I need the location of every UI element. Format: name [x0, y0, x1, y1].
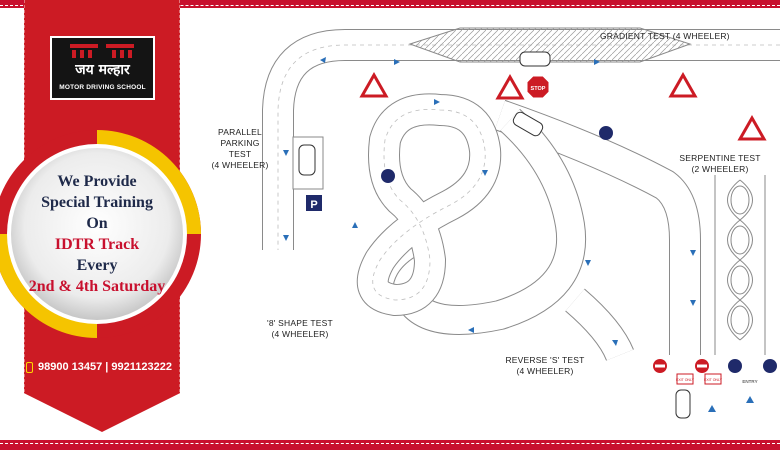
stop-sign-icon — [526, 75, 550, 99]
info-sign-icon — [728, 359, 742, 373]
parking-sign — [306, 195, 322, 211]
gradient-ramp — [408, 27, 692, 63]
exit-only-sign — [704, 373, 722, 385]
parking-sign-letter: P — [310, 199, 317, 211]
promo-line: Every — [76, 257, 118, 274]
info-sign-icon — [763, 359, 777, 373]
parallel-label-line: PARALLEL — [218, 127, 262, 137]
gradient-test-label: GRADIENT TEST (4 WHEELER) — [600, 31, 730, 41]
top-border — [0, 0, 780, 8]
car-icon — [675, 389, 691, 419]
promo-line: On — [86, 215, 108, 232]
car-icon — [519, 51, 551, 67]
logo-subtitle: MOTOR DRIVING SCHOOL — [59, 84, 146, 91]
stop-sign-text: STOP — [531, 86, 546, 92]
promo-circle: We Provide Special Training On IDTR Trac… — [0, 126, 210, 342]
promo-highlight: 2nd & 4th Saturday — [28, 278, 166, 295]
exit-only-sign — [676, 373, 694, 385]
reverse-s-label: REVERSE 'S' TEST (4 WHEELER) — [490, 355, 600, 377]
serpentine-label: SERPENTINE TEST (2 WHEELER) — [665, 153, 775, 175]
info-sign-icon — [599, 126, 613, 140]
eight-label-line: '8' SHAPE TEST — [267, 318, 333, 328]
contact-phones: 98900 13457 | 9921123222 — [26, 361, 182, 373]
reverse-label-line: (4 WHEELER) — [516, 366, 574, 376]
phone-numbers: 98900 13457 | 9921123222 — [38, 361, 172, 373]
direction-arrow-icons — [283, 57, 754, 412]
logo-title: जय मल्हार — [75, 62, 130, 78]
right-descending-road — [494, 99, 701, 355]
reverse-label-line: REVERSE 'S' TEST — [505, 355, 585, 365]
parallel-label-line: PARKING — [220, 138, 260, 148]
school-logo: जय मल्हार MOTOR DRIVING SCHOOL — [50, 36, 155, 100]
promo-text: We Provide Special Training On IDTR Trac… — [0, 126, 200, 342]
logo-emblem-icon — [70, 44, 134, 58]
promo-line: We Provide — [57, 173, 137, 190]
parking-bay — [292, 136, 324, 190]
warning-sign-icon — [359, 71, 767, 141]
parallel-label-line: (4 WHEELER) — [211, 160, 269, 170]
serpentine-label-line: (2 WHEELER) — [691, 164, 749, 174]
serpentine-label-line: SERPENTINE TEST — [679, 153, 761, 163]
promo-ring — [0, 130, 201, 338]
car-icon — [512, 111, 544, 137]
eight-label-line: (4 WHEELER) — [271, 329, 329, 339]
figure-eight-road — [356, 93, 502, 317]
serpentine-track — [714, 175, 766, 355]
exit-only-text: EXIT ONLY — [676, 378, 695, 382]
promo-highlight: IDTR Track — [54, 236, 140, 253]
phone-icon — [26, 361, 33, 373]
bottom-border — [0, 440, 780, 450]
exit-only-text: EXIT ONLY — [704, 378, 723, 382]
entry-text: ENTRY — [742, 379, 757, 384]
promo-line: Special Training — [41, 194, 153, 211]
eight-shape-label: '8' SHAPE TEST (4 WHEELER) — [255, 318, 345, 340]
outer-loop-road — [262, 29, 780, 250]
parallel-parking-label: PARALLEL PARKING TEST (4 WHEELER) — [205, 127, 275, 171]
parallel-label-line: TEST — [228, 149, 252, 159]
info-sign-icon — [381, 169, 395, 183]
